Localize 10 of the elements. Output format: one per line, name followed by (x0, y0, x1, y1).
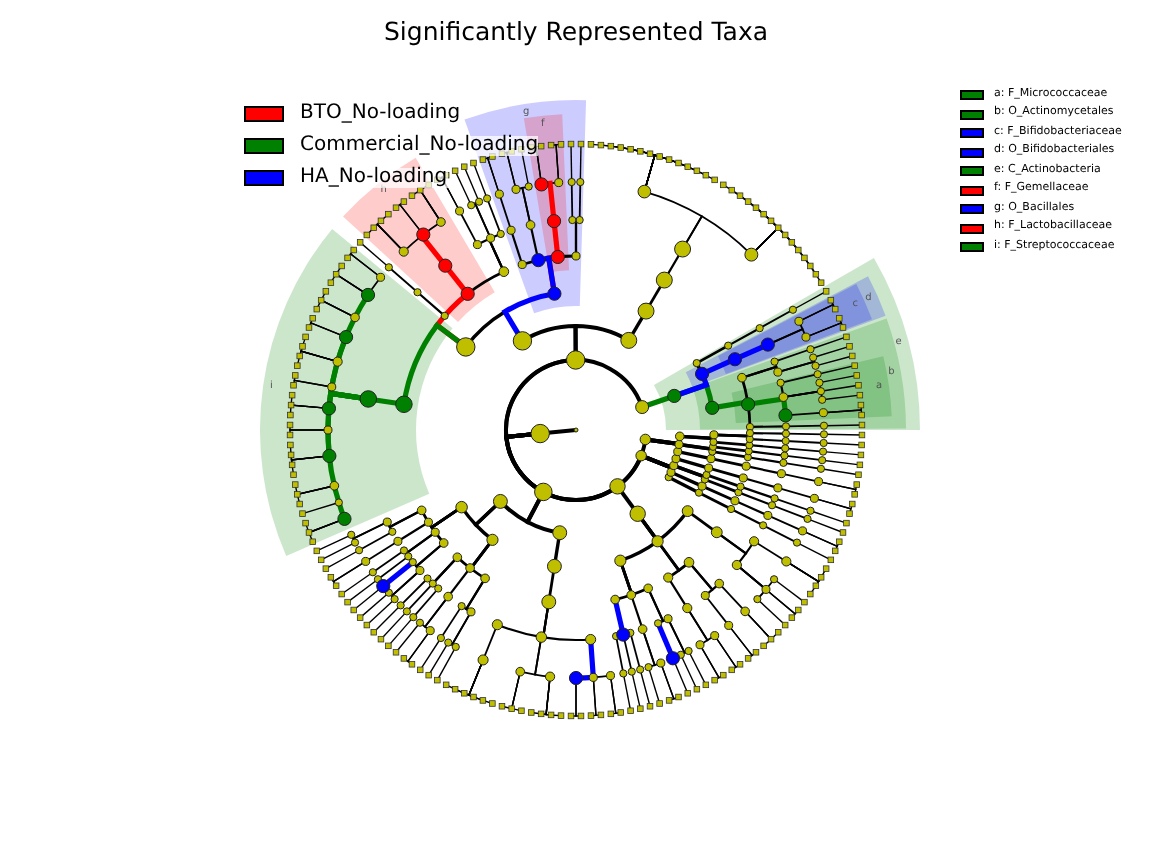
clade-sector (652, 258, 920, 430)
clade-sector (730, 356, 892, 424)
clade-sector (260, 228, 454, 558)
diagram-title: Significantly Represented Taxa (383, 20, 769, 45)
clade-sector (692, 318, 906, 430)
legend-label: BTO_No-loading (300, 103, 461, 123)
legend-label: Commercial_No-loading (300, 135, 539, 155)
legend-label: HA_No-loading (300, 167, 448, 187)
clade-sector (716, 284, 872, 374)
clade-sector (684, 276, 886, 388)
